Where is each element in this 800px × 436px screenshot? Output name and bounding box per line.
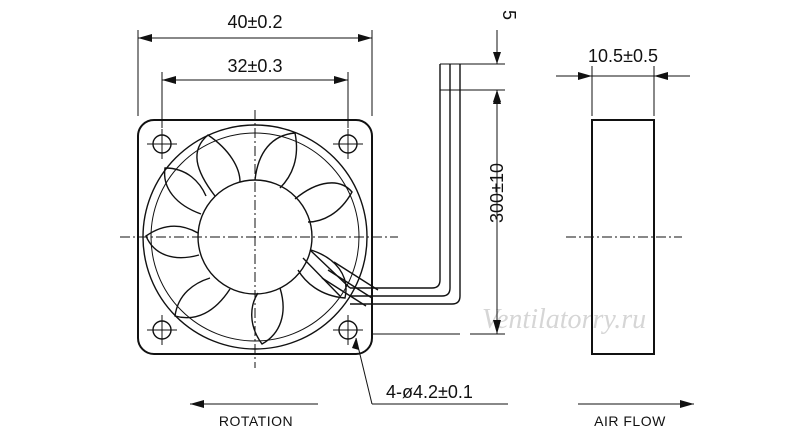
air-flow-arrow-icon: [680, 400, 694, 408]
dimension-thickness-label: 10.5±0.5: [588, 46, 658, 66]
air-flow-label: AIR FLOW: [594, 413, 666, 429]
watermark: Ventilatorry.ru: [482, 304, 646, 335]
dimension-hole-spacing: 32±0.3: [161, 56, 349, 128]
lead-wires: [321, 64, 461, 307]
hole-callout-label: 4-ø4.2±0.1: [386, 382, 473, 402]
hole-callout: 4-ø4.2±0.1: [352, 333, 508, 405]
rotation-label: ROTATION: [219, 413, 293, 429]
dimension-cable-length-label: 300±10: [487, 163, 507, 223]
dimension-frame-width: 40±0.2: [137, 12, 373, 116]
rotation-indicator: ROTATION: [190, 400, 318, 429]
wire-spoke: [302, 249, 351, 297]
fan-blades: [145, 132, 353, 345]
front-view: [120, 64, 461, 368]
dimension-frame-width-label: 40±0.2: [228, 12, 283, 32]
dimension-lead-end: 5: [440, 10, 519, 104]
dimension-cable-length: 300±10: [470, 90, 507, 335]
rotation-arrow-icon: [190, 400, 204, 408]
dimension-hole-spacing-label: 32±0.3: [228, 56, 283, 76]
mounting-holes: [147, 129, 363, 345]
air-flow-indicator: AIR FLOW: [578, 400, 694, 429]
dimension-lead-end-label: 5: [499, 10, 519, 20]
dimension-thickness: 10.5±0.5: [556, 46, 690, 116]
side-view: [566, 119, 682, 355]
